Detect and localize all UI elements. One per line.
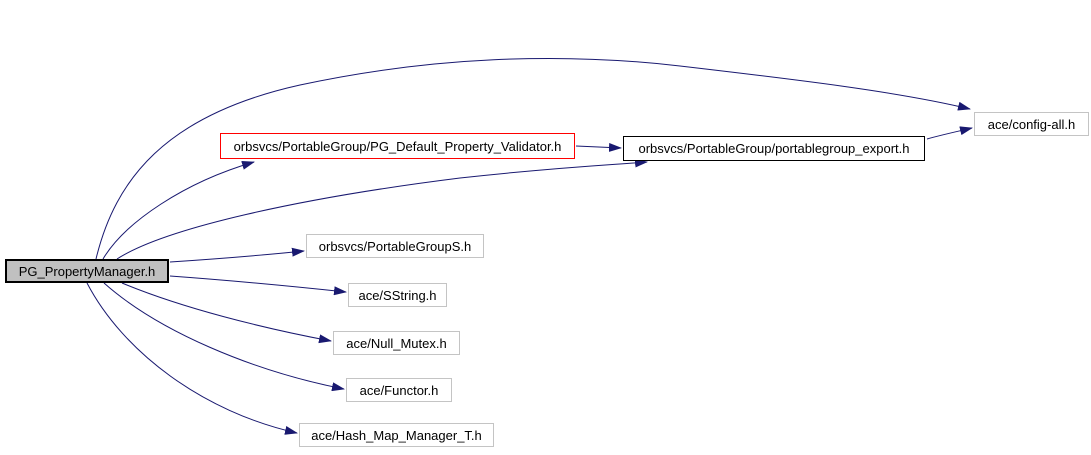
edge-main-to-validator (102, 161, 255, 260)
node-ace-sstring: ace/SString.h (348, 283, 447, 307)
edge-validator-to-export (575, 142, 622, 152)
edge-main-to-config-all (95, 57, 971, 260)
node-ace-functor: ace/Functor.h (346, 378, 452, 402)
edge-main-to-portablegroups (169, 247, 305, 263)
node-ace-config-all: ace/config-all.h (974, 112, 1089, 136)
node-pg-default-property-validator[interactable]: orbsvcs/PortableGroup/PG_Default_Propert… (220, 133, 575, 159)
node-ace-hash-map-manager-t: ace/Hash_Map_Manager_T.h (299, 423, 494, 447)
edge-main-to-functor (103, 282, 345, 392)
node-pg-property-manager: PG_PropertyManager.h (5, 259, 169, 283)
edge-main-to-null-mutex (121, 282, 332, 344)
edge-main-to-sstring (169, 275, 347, 296)
node-orbsvcs-portablegroups: orbsvcs/PortableGroupS.h (306, 234, 484, 258)
edge-export-to-config-all (926, 126, 973, 140)
node-portablegroup-export[interactable]: orbsvcs/PortableGroup/portablegroup_expo… (623, 136, 925, 161)
edge-main-to-hash-map (86, 282, 298, 435)
edge-main-to-export (116, 158, 648, 260)
node-ace-null-mutex: ace/Null_Mutex.h (333, 331, 460, 355)
